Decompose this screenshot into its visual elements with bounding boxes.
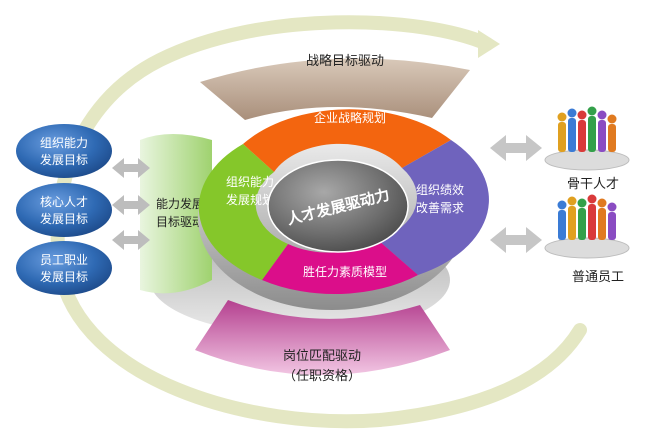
ring-right-label-1: 组织绩效 xyxy=(416,182,464,197)
double-arrow-icon xyxy=(490,227,542,253)
double-arrow-icon xyxy=(112,195,150,215)
double-arrow-icon xyxy=(112,230,150,250)
bottom-band xyxy=(195,300,450,375)
bubble-3 xyxy=(16,241,112,295)
bottom-band-label-2: （任职资格） xyxy=(283,368,361,384)
ring-left-label-1: 组织能力 xyxy=(226,175,274,189)
right-arrows xyxy=(490,135,542,253)
bubble-2-line1: 核心人才 xyxy=(40,195,88,209)
top-band-label: 战略目标驱动 xyxy=(306,53,384,69)
people-group-staff: 普通员工 xyxy=(544,194,630,285)
people-icon xyxy=(557,194,617,240)
bottom-band-label-1: 岗位匹配驱动 xyxy=(283,349,361,364)
ring-left-label-2: 发展规划 xyxy=(226,192,274,207)
bubble-1 xyxy=(16,124,112,178)
group-pedestal xyxy=(544,149,630,171)
ring-segment-left xyxy=(198,144,288,280)
bubble-1-line2: 发展目标 xyxy=(40,152,88,167)
group-pedestal xyxy=(544,237,630,259)
bubble-3-line1: 员工职业 xyxy=(40,253,88,267)
left-bubbles: 组织能力 发展目标 核心人才 发展目标 员工职业 发展目标 xyxy=(16,124,112,295)
ring-right-label-2: 改善需求 xyxy=(416,200,464,215)
group-core-label: 骨干人才 xyxy=(567,177,619,192)
top-band xyxy=(200,58,470,120)
center-hub xyxy=(267,159,409,253)
ring-segment-right xyxy=(378,140,489,275)
ring xyxy=(198,109,489,295)
double-arrow-icon xyxy=(490,135,542,161)
bubble-2-line2: 发展目标 xyxy=(40,211,88,226)
left-band-label-1: 能力发展 xyxy=(156,196,204,211)
people-icon xyxy=(557,106,617,152)
bubble-2 xyxy=(16,183,112,237)
bubble-3-line2: 发展目标 xyxy=(40,269,88,284)
group-staff-label: 普通员工 xyxy=(572,270,624,285)
left-band-label-2: 目标驱动 xyxy=(156,215,204,229)
double-arrow-icon xyxy=(112,158,150,178)
ring-segment-top xyxy=(243,109,451,172)
left-arrows xyxy=(112,158,150,250)
ring-bottom-label: 胜任力素质模型 xyxy=(303,264,387,279)
people-group-core: 骨干人才 xyxy=(544,106,630,192)
ring-top-label: 企业战略规划 xyxy=(314,110,386,125)
left-band xyxy=(140,134,212,294)
bubble-1-line1: 组织能力 xyxy=(40,136,88,150)
ring-segment-bottom xyxy=(262,240,418,295)
